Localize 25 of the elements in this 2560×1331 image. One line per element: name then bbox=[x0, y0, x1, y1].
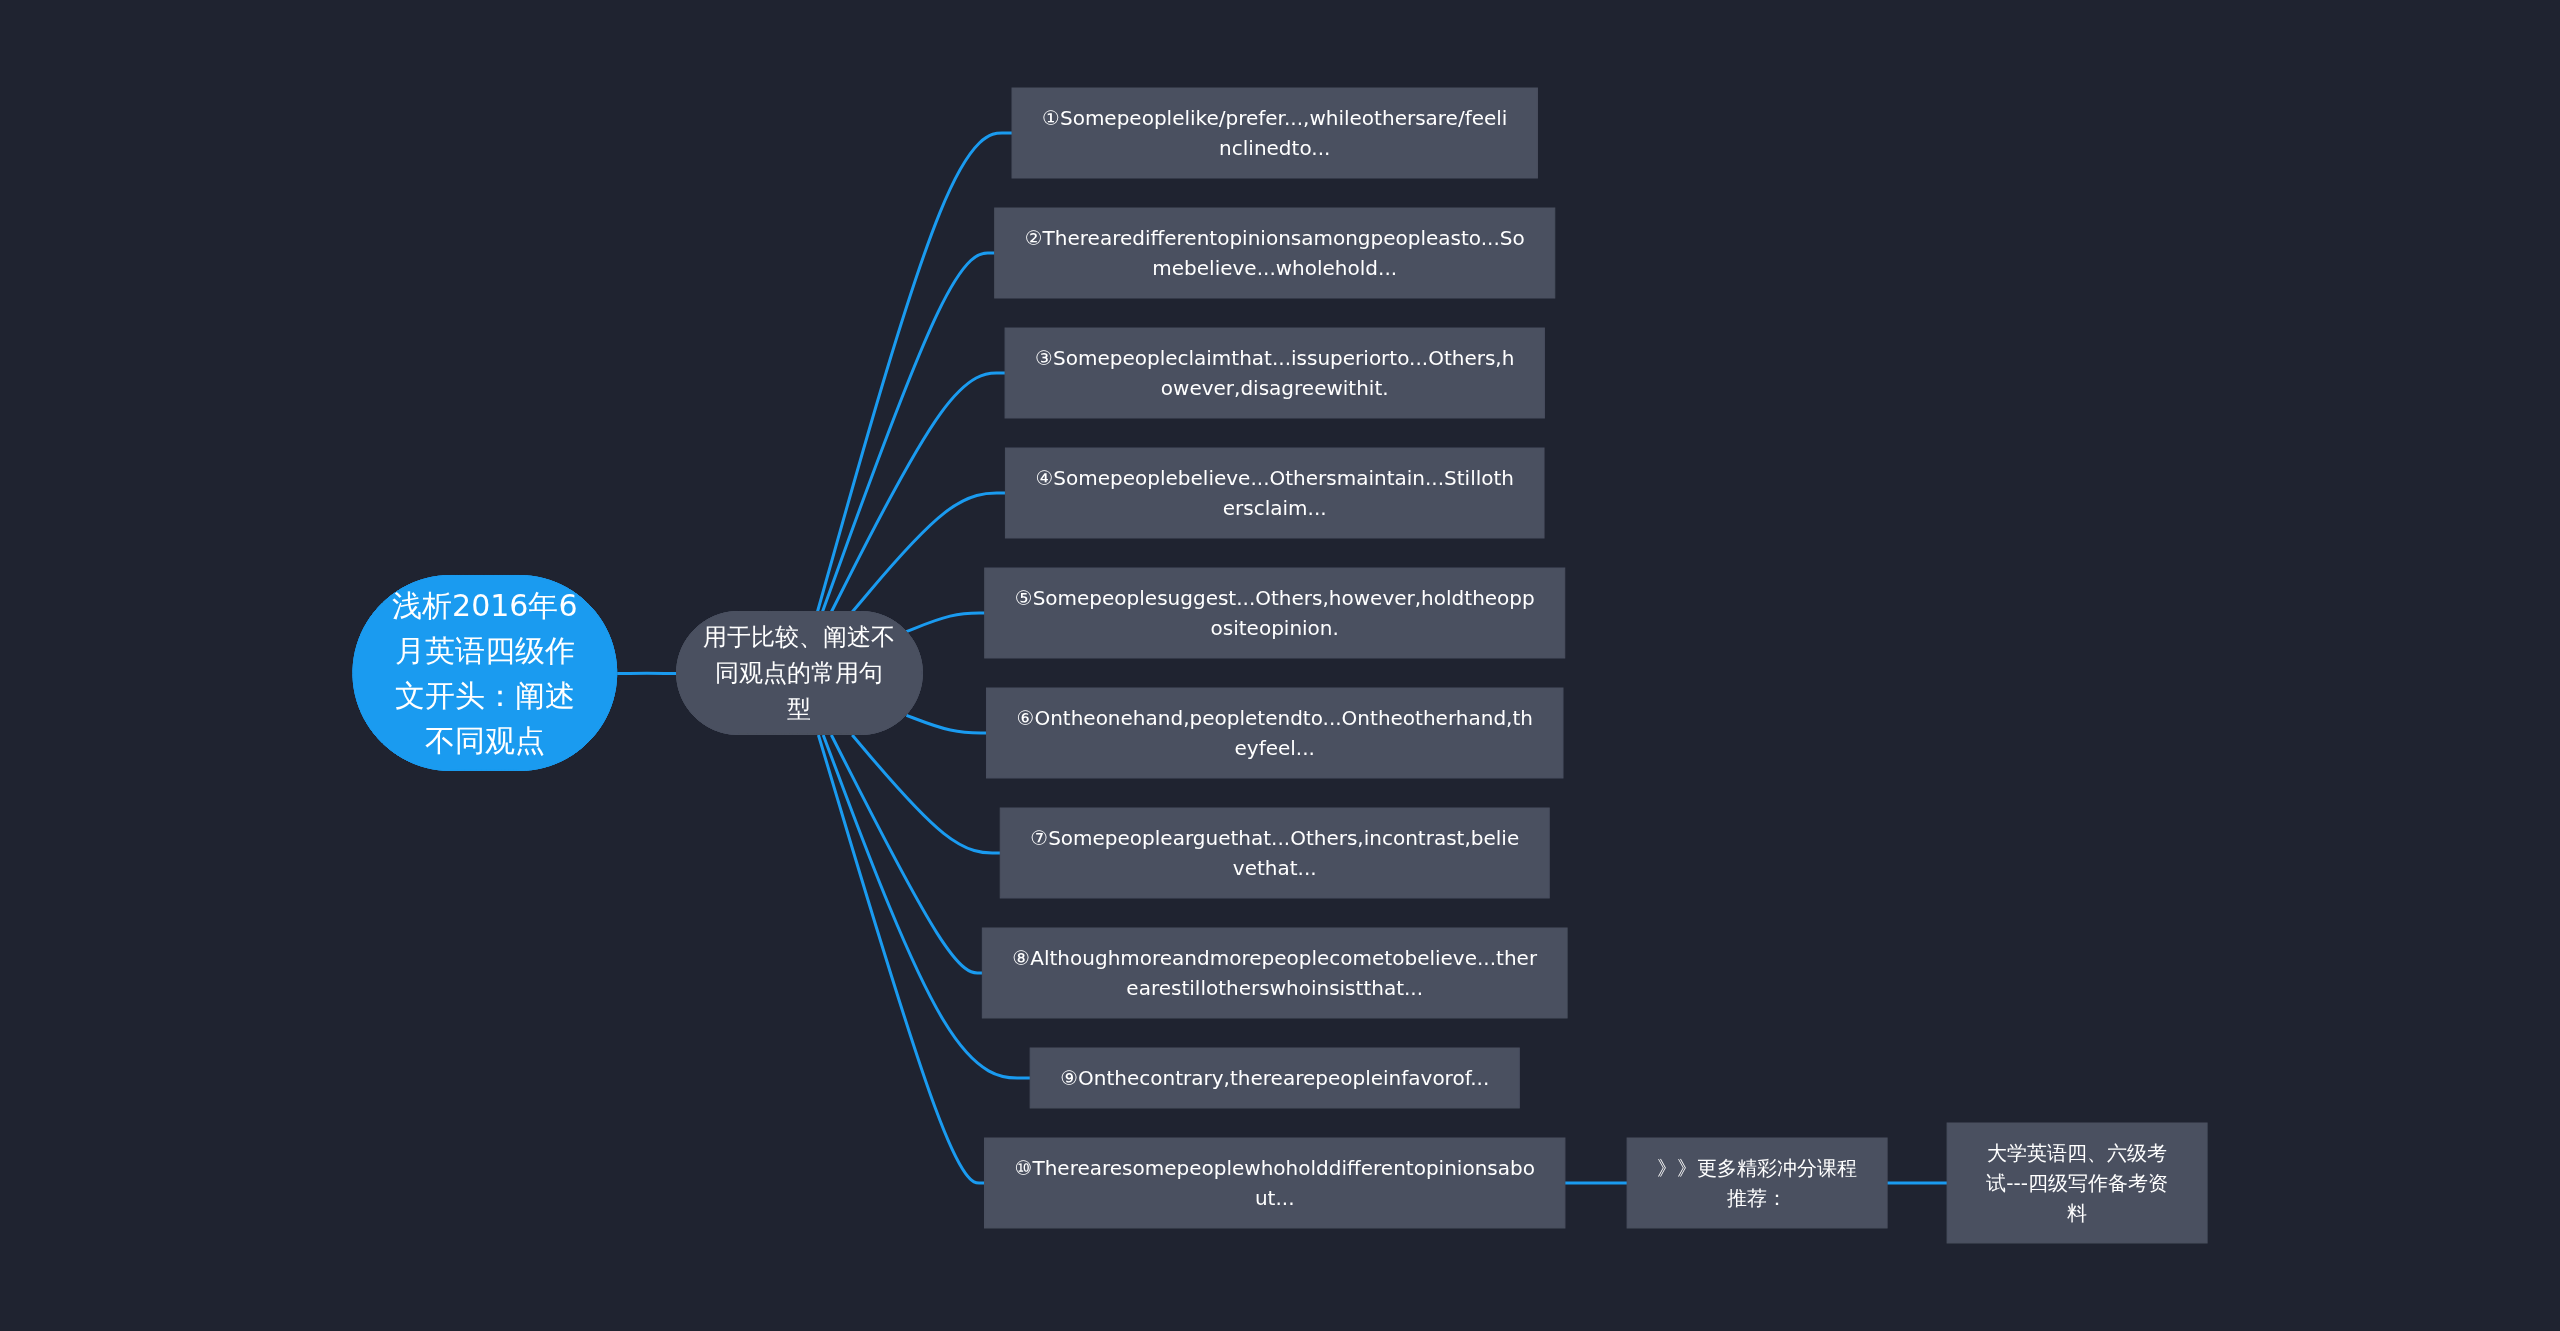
connector bbox=[829, 734, 983, 975]
node-box: ④Somepeoplebelieve...Othersmaintain...Stillothersclaim... bbox=[1004, 447, 1545, 539]
connector bbox=[1564, 1181, 1628, 1185]
node-box: 大学英语四、六级考试---四级写作备考资料 bbox=[1946, 1122, 2208, 1244]
node-box: ⑥Ontheonehand,peopletendto...Ontheotherhand,theyfeel... bbox=[985, 687, 1564, 779]
connector bbox=[905, 611, 985, 634]
node-box: ③Somepeopleclaimthat...issuperiorto...Others,however,disagreewithit. bbox=[1004, 327, 1545, 419]
connector bbox=[851, 491, 1006, 613]
connector bbox=[1887, 1181, 1948, 1185]
connector bbox=[617, 671, 678, 675]
node-box: ⑤Somepeoplesuggest...Others,however,holdtheoppositeopinion. bbox=[984, 567, 1566, 659]
node-box: ⑦Somepeoplearguethat...Others,incontrast,believethat... bbox=[999, 807, 1550, 899]
node-box: ①Somepeoplelike/prefer...,whileothersare/feelinclinedto... bbox=[1011, 87, 1538, 179]
connector bbox=[905, 713, 987, 735]
node-box: 》》更多精彩冲分课程推荐： bbox=[1626, 1137, 1888, 1229]
connector bbox=[815, 131, 1012, 613]
node-box: ⑧Althoughmoreandmorepeoplecometobelieve...therearestillotherswhoinsistthat... bbox=[981, 927, 1568, 1019]
connector bbox=[820, 251, 995, 613]
connector bbox=[816, 734, 985, 1185]
connector bbox=[829, 371, 1005, 613]
connector bbox=[821, 734, 1031, 1080]
node-box: ⑨Onthecontrary,therearepeopleinfavorof... bbox=[1029, 1047, 1520, 1109]
connector bbox=[851, 734, 1001, 855]
node-box: ⑩Therearesomepeoplewhoholddifferentopinionsabout... bbox=[983, 1137, 1566, 1229]
node-box: ②Therearedifferentopinionsamongpeopleasto...Somebelieve...wholehold... bbox=[994, 207, 1556, 299]
